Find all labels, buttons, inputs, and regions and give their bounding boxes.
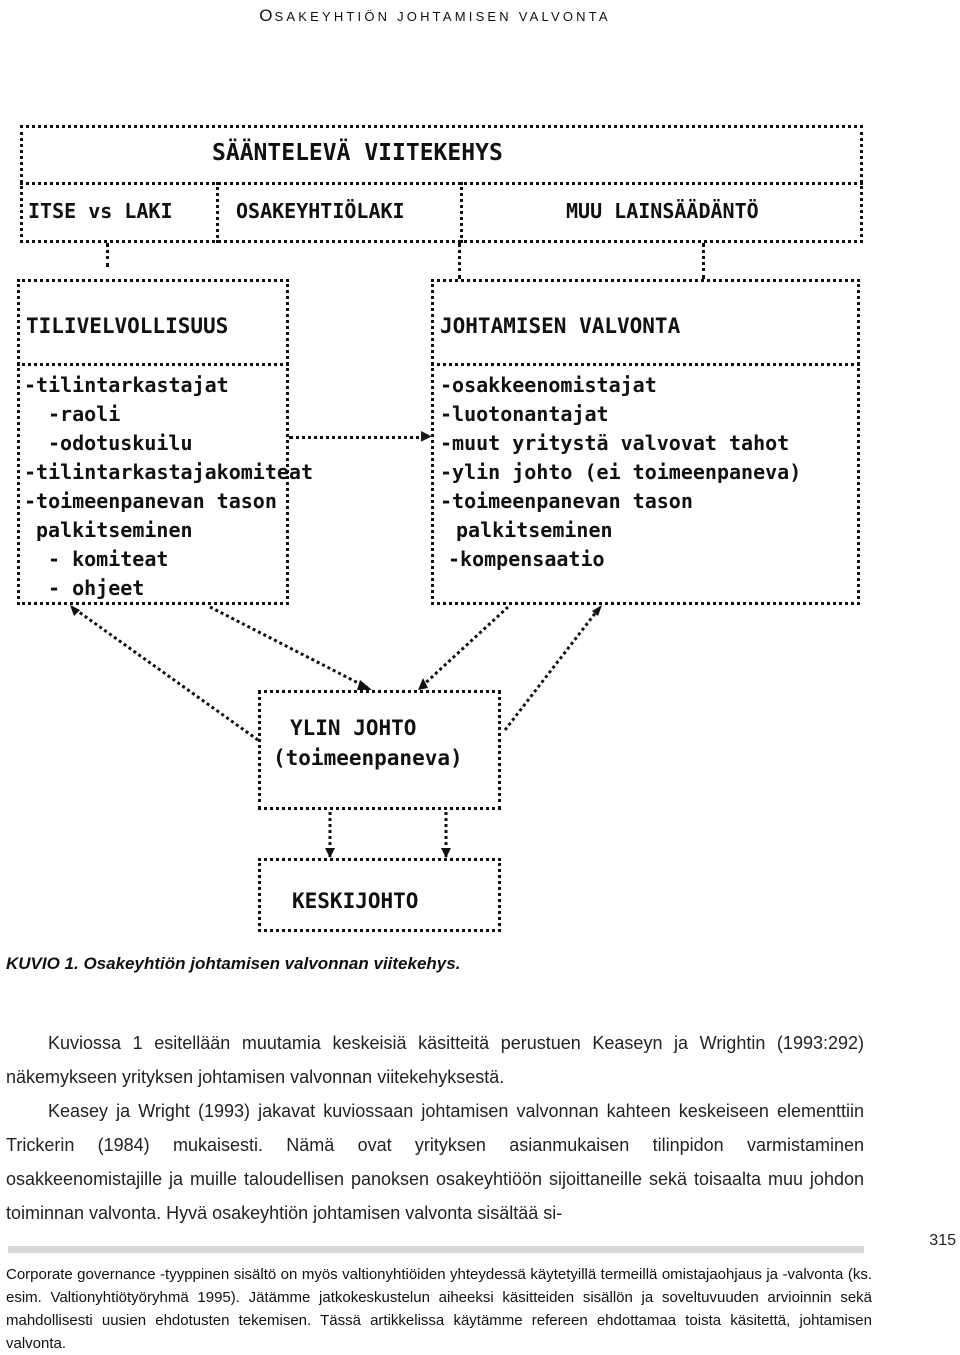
body-paragraph-2-text: Keasey ja Wright (1993) jakavat kuviossa… — [6, 1101, 864, 1223]
connector-top-management-to-left — [71, 605, 259, 742]
governance-box — [431, 279, 860, 605]
running-head: OSAKEYHTIÖN JOHTAMISEN VALVONTA — [0, 6, 870, 26]
governance-divider — [431, 363, 860, 366]
connector-left-to-top-management — [209, 605, 369, 690]
arrowhead-icon — [418, 678, 428, 690]
page-number: 315 — [929, 1232, 956, 1249]
arrowhead-icon: ▶ — [421, 427, 432, 443]
figure-caption: KUVIO 1. Osakeyhtiön johtamisen valvonna… — [6, 954, 461, 973]
arrowhead-icon — [592, 605, 602, 616]
list-item: -luotonantajat — [440, 402, 609, 426]
connector-framework-middle — [458, 243, 461, 279]
framework-separator-2 — [460, 182, 463, 243]
list-item: -raoli — [48, 402, 121, 426]
list-item: -kompensaatio — [448, 547, 605, 571]
framework-item-self-vs-law: ITSE vs LAKI — [28, 199, 173, 223]
governance-list: -osakkeenomistajat -luotonantajat -muut … — [440, 371, 801, 574]
running-head-text: SAKEYHTIÖN JOHTAMISEN VALVONTA — [274, 9, 611, 24]
connector-top-management-to-right — [503, 606, 602, 731]
accountability-box — [17, 279, 289, 605]
middle-management-title: KESKIJOHTO — [292, 889, 419, 913]
framework-item-company-act: OSAKEYHTIÖLAKI — [236, 199, 405, 223]
list-item: -osakkeenomistajat — [440, 373, 657, 397]
framework-diagram: SÄÄNTELEVÄ VIITEKEHYS ITSE vs LAKI OSAKE… — [17, 125, 863, 932]
footnote: Corporate governance -tyyppinen sisältö … — [6, 1266, 872, 1352]
body-paragraph-1: Kuviossa 1 esitellään muutamia keskeisiä… — [6, 1026, 864, 1094]
accountability-title: TILIVELVOLLISUUS — [26, 314, 229, 338]
list-item: -tilintarkastajat — [24, 373, 229, 397]
top-management-box — [258, 690, 501, 810]
connector-between-boxes — [289, 436, 427, 439]
connector-framework-left — [106, 243, 109, 267]
arrowhead-icon — [357, 680, 372, 690]
body-paragraph-1-text: Kuviossa 1 esitellään muutamia keskeisiä… — [6, 1033, 864, 1087]
list-item: -toimeenpanevan tason — [440, 489, 693, 513]
arrowhead-icon — [441, 848, 451, 858]
diagonal-connectors — [70, 605, 602, 858]
arrowhead-icon — [325, 848, 335, 858]
list-item: -toimeenpanevan tason — [24, 489, 277, 513]
list-item: - komiteat — [48, 547, 169, 571]
middle-management-box — [258, 858, 501, 932]
connector-framework-right — [702, 243, 705, 279]
connector-right-to-top-management — [418, 605, 510, 690]
list-item: -ylin johto (ei toimeenpaneva) — [440, 460, 802, 484]
list-item: -muut yritystä valvovat tahot — [440, 431, 790, 455]
top-management-title: YLIN JOHTO — [290, 716, 417, 740]
framework-title: SÄÄNTELEVÄ VIITEKEHYS — [212, 140, 503, 166]
framework-item-other-legislation: MUU LAINSÄÄDÄNTÖ — [566, 199, 759, 223]
framework-divider — [20, 182, 863, 185]
list-item: -odotuskuilu — [48, 431, 193, 455]
accountability-divider — [17, 363, 289, 366]
framework-separator-1 — [216, 182, 219, 243]
governance-title: JOHTAMISEN VALVONTA — [440, 314, 681, 338]
body-paragraph-2: Keasey ja Wright (1993) jakavat kuviossa… — [6, 1094, 864, 1230]
list-item: -tilintarkastajakomiteat — [24, 460, 313, 484]
arrowhead-icon — [70, 605, 80, 616]
running-head-initial: O — [259, 6, 275, 25]
list-item: - ohjeet — [48, 576, 145, 600]
footnote-separator — [8, 1246, 864, 1253]
list-item: palkitseminen — [36, 518, 193, 542]
top-management-subtitle: (toimeenpaneva) — [273, 746, 463, 770]
accountability-list: -tilintarkastajat -raoli -odotuskuilu -t… — [24, 371, 313, 603]
list-item: palkitseminen — [456, 518, 613, 542]
